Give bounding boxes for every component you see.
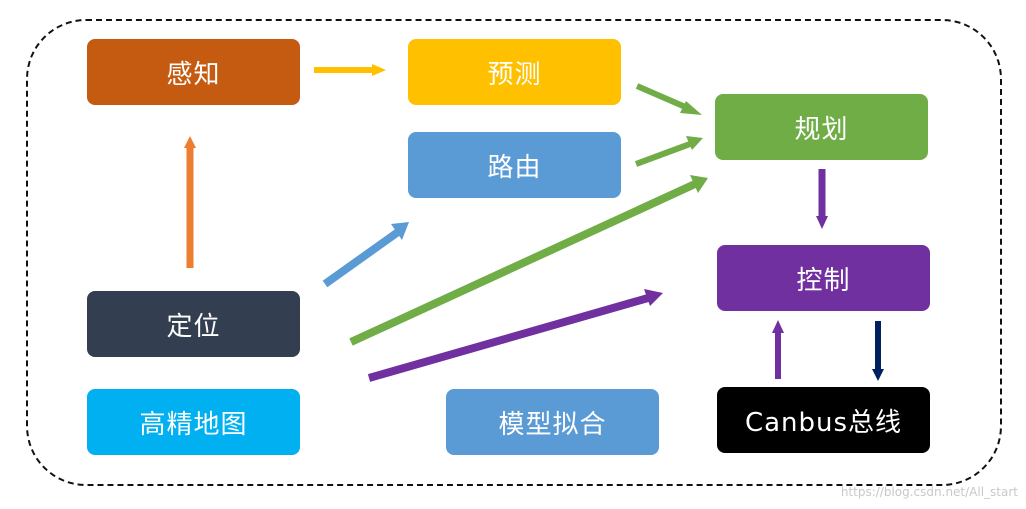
node-prediction: 预测 [408,39,621,105]
node-perception-label: 感知 [166,59,221,90]
arrow-canbus-to-control [772,320,784,379]
arrow-localization-to-perception [184,136,196,268]
node-control: 控制 [717,245,930,311]
node-model-fitting-label: 模型拟合 [498,409,607,440]
node-hd-map-label: 高精地图 [139,409,248,440]
node-routing-label: 路由 [487,152,542,183]
arrow-control-to-canbus [872,321,884,381]
arrow-planning-to-control [816,169,828,229]
arrow-routing-to-planning [634,136,703,167]
arrow-localization-to-planning [349,175,708,346]
node-planning: 规划 [715,94,928,160]
node-hd-map: 高精地图 [87,389,300,455]
node-canbus: Canbus总线 [717,387,930,453]
node-planning-label: 规划 [794,114,849,145]
arrow-perception-to-prediction [314,64,386,76]
node-routing: 路由 [408,132,621,198]
node-model-fitting: 模型拟合 [446,389,659,455]
node-canbus-label: Canbus总线 [744,407,903,438]
arrow-localization-to-control [367,289,663,382]
system-boundary [26,19,1002,486]
node-prediction-label: 预测 [487,59,542,90]
arrow-prediction-to-planning [635,83,702,115]
node-control-label: 控制 [796,265,851,296]
arrow-localization-to-routing [322,222,409,288]
node-localization-label: 定位 [166,311,221,342]
node-localization: 定位 [87,291,300,357]
watermark: https://blog.csdn.net/All_start [840,485,1018,499]
node-perception: 感知 [87,39,300,105]
